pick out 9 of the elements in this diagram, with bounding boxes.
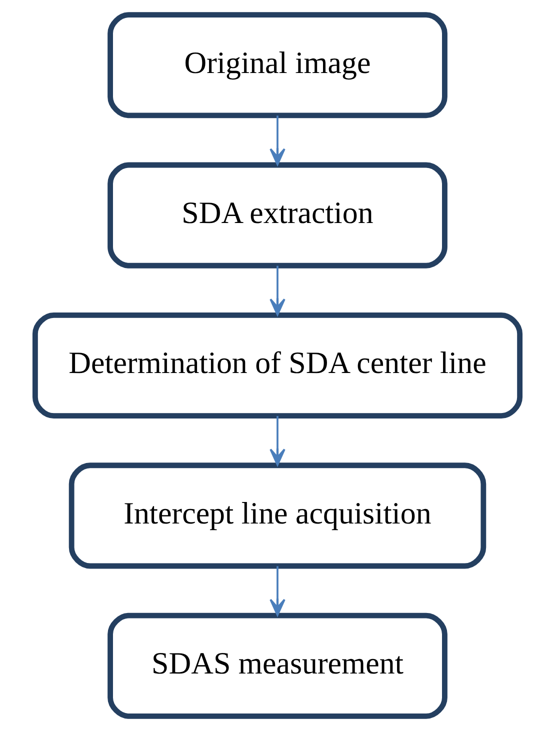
node-box: SDA extraction xyxy=(108,162,448,268)
arrow xyxy=(270,116,286,166)
arrow xyxy=(270,266,286,316)
node-box: Intercept line acquisition xyxy=(68,462,486,569)
node-box: Determination of SDA center line xyxy=(32,312,523,419)
node-box: Original image xyxy=(108,12,448,118)
arrow xyxy=(270,416,286,466)
node-box: SDAS measurement xyxy=(108,612,448,719)
arrow xyxy=(270,566,286,616)
